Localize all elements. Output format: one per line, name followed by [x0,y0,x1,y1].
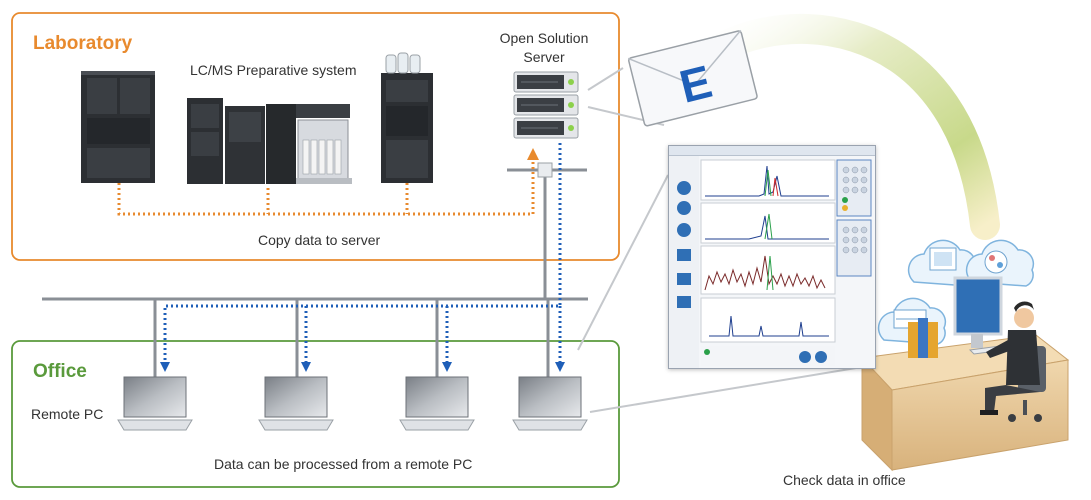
remote-arrow-heads [160,362,565,372]
server-label-line1: Open Solution [499,30,589,46]
lab-instrument-center-icon [187,98,352,184]
remote-process-label: Data can be processed from a remote PC [214,456,473,472]
remote-pc-icon [258,376,334,431]
laboratory-title: Laboratory [33,33,133,54]
network-switch [537,162,553,178]
lab-instrument-left-icon [81,71,155,183]
copy-data-label: Copy data to server [258,232,381,248]
person-at-desk-icon [860,276,1070,472]
office-box [11,340,620,488]
network-lines [42,168,588,378]
lab-instrument-right-icon [381,52,433,183]
laboratory-box [11,12,620,261]
remote-pc-icon [399,376,475,431]
remote-pc-icon [117,376,193,431]
lcms-system-label: LC/MS Preparative system [190,62,357,78]
screenshot-content [669,156,872,368]
check-data-label: Check data in office [783,472,906,488]
copy-data-path [117,162,535,216]
screenshot-titlebar [669,146,875,156]
server-label-line2: Server [523,49,565,65]
office-title: Office [33,361,87,382]
copy-arrow-head [527,148,539,160]
server-rack-icon [513,71,579,139]
server-label: Open Solution Server [484,29,604,67]
remote-access-path [163,143,562,362]
chromatogram-traces [704,165,829,337]
screenshot-toolbar-icons [677,181,691,308]
remote-pc-icon [512,376,588,431]
email-envelope-icon [627,29,758,127]
software-screenshot [668,145,876,369]
remote-pc-label: Remote PC [31,406,104,422]
